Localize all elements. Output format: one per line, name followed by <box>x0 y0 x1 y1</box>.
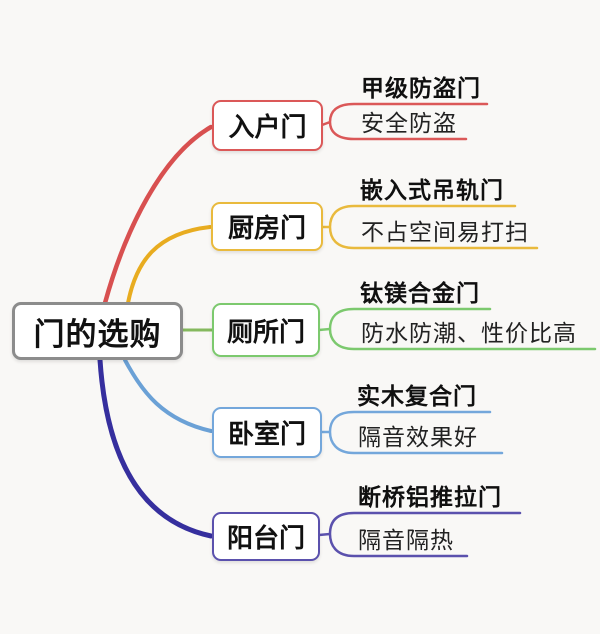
root-node[interactable]: 门的选购 <box>12 302 183 360</box>
bedroom-door-branch-curve <box>123 358 213 433</box>
toilet-door-subtree-lines <box>317 307 597 351</box>
kitchen-door-feature-label[interactable]: 不占空间易打扫 <box>361 219 529 245</box>
bedroom-door-subtree-lines <box>319 410 504 455</box>
balcony-door-feature-label[interactable]: 隔音隔热 <box>358 527 454 553</box>
entry-door-type-label[interactable]: 甲级防盗门 <box>361 75 481 101</box>
branch-label-bedroom-door: 卧室门 <box>227 419 306 449</box>
toilet-door-feature-label[interactable]: 防水防潮、性价比高 <box>361 320 577 346</box>
kitchen-door-subtree-lines <box>320 204 539 250</box>
bedroom-door-feature-label[interactable]: 隔音效果好 <box>358 424 478 450</box>
branch-node-balcony-door[interactable]: 阳台门 <box>212 512 320 561</box>
entry-door-subtree-lines <box>320 102 489 141</box>
branch-label-toilet-door: 厕所门 <box>226 316 305 347</box>
branch-node-toilet-door[interactable]: 厕所门 <box>212 303 320 357</box>
toilet-door-type-label[interactable]: 钛镁合金门 <box>360 280 480 306</box>
entry-door-branch-curve <box>102 124 214 306</box>
balcony-door-type-label[interactable]: 断桥铝推拉门 <box>358 484 502 510</box>
branch-node-entry-door[interactable]: 入户门 <box>212 100 323 151</box>
branch-label-kitchen-door: 厨房门 <box>227 213 306 243</box>
kitchen-door-type-label[interactable]: 嵌入式吊轨门 <box>360 177 504 203</box>
branch-label-balcony-door: 阳台门 <box>226 523 305 553</box>
branch-label-entry-door: 入户门 <box>228 112 307 142</box>
entry-door-feature-label[interactable]: 安全防盗 <box>361 110 457 136</box>
bedroom-door-type-label[interactable]: 实木复合门 <box>357 383 477 409</box>
balcony-door-subtree-lines <box>317 511 522 558</box>
branch-node-bedroom-door[interactable]: 卧室门 <box>212 407 322 458</box>
balcony-door-branch-curve <box>97 357 214 539</box>
branch-node-kitchen-door[interactable]: 厨房门 <box>211 202 323 251</box>
root-node-label: 门的选购 <box>33 316 162 352</box>
kitchen-door-branch-curve <box>126 225 212 305</box>
